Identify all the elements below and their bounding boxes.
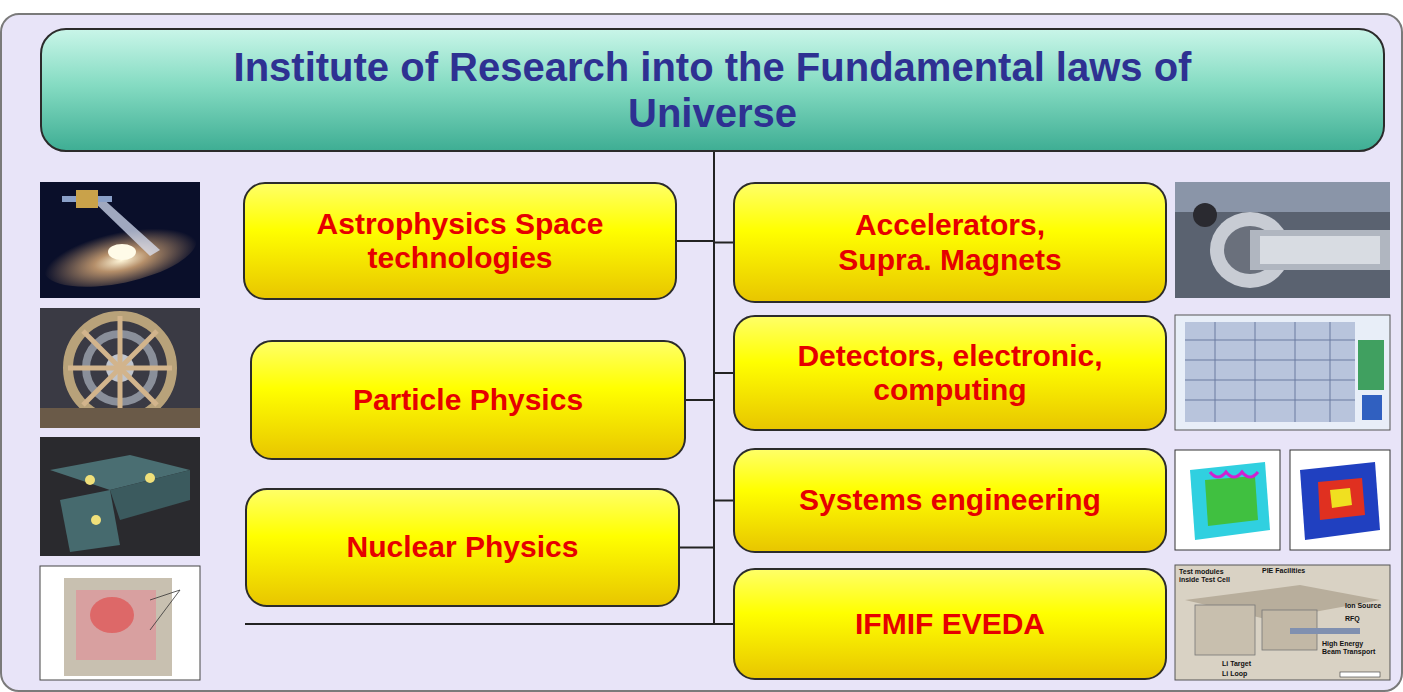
connector-line <box>714 152 733 243</box>
picture-label: Ion Source <box>1345 602 1389 610</box>
topic-text: Nuclear Physics <box>263 530 663 565</box>
connector-line <box>714 152 733 501</box>
magnet-simulation-picture <box>1175 450 1390 550</box>
picture-label: PIE Facilities <box>1262 567 1322 575</box>
topic-text: IFMIF EVEDA <box>750 607 1150 642</box>
ifmif-facility-picture <box>1175 565 1390 680</box>
topic-box: Systems engineering <box>733 448 1167 553</box>
topic-text: Systems engineering <box>740 483 1160 518</box>
title-text: Institute of Research into the Fundament… <box>153 44 1273 136</box>
picture-label: Li Loop <box>1222 670 1272 678</box>
connector-line <box>677 152 714 241</box>
picture-label: High Energy Beam Transport <box>1322 640 1382 655</box>
topic-text: Particle Physics <box>268 383 668 418</box>
connector-line <box>686 152 714 400</box>
background-panel <box>1 14 1402 691</box>
topic-box: Detectors, electronic, computing <box>733 315 1167 431</box>
topic-box: IFMIF EVEDA <box>733 568 1167 680</box>
picture-label: RFQ <box>1345 615 1385 623</box>
topic-text: Astrophysics Space technologies <box>260 207 660 276</box>
tree-line <box>245 623 714 625</box>
chip-layout-picture <box>1175 315 1390 430</box>
connector-line <box>680 152 714 548</box>
connector-line <box>714 152 733 624</box>
picture-label: Test modules inside Test Cell <box>1179 568 1241 583</box>
topic-text: Accelerators, Supra. Magnets <box>820 208 1080 277</box>
title-box: Institute of Research into the Fundament… <box>40 28 1385 152</box>
connector-line <box>714 152 733 373</box>
topic-box: Nuclear Physics <box>245 488 680 607</box>
topic-box: Astrophysics Space technologies <box>243 182 677 300</box>
detector-picture <box>40 308 200 428</box>
accelerator-picture <box>1175 182 1390 298</box>
concrete-sample-picture <box>40 566 200 680</box>
tunnel-picture <box>40 437 200 556</box>
picture-label: Li Target <box>1222 660 1272 668</box>
topic-box: Particle Physics <box>250 340 686 460</box>
topic-box: Accelerators, Supra. Magnets <box>733 182 1167 303</box>
galaxy-picture <box>38 182 202 299</box>
topic-text: Detectors, electronic, computing <box>740 339 1160 408</box>
